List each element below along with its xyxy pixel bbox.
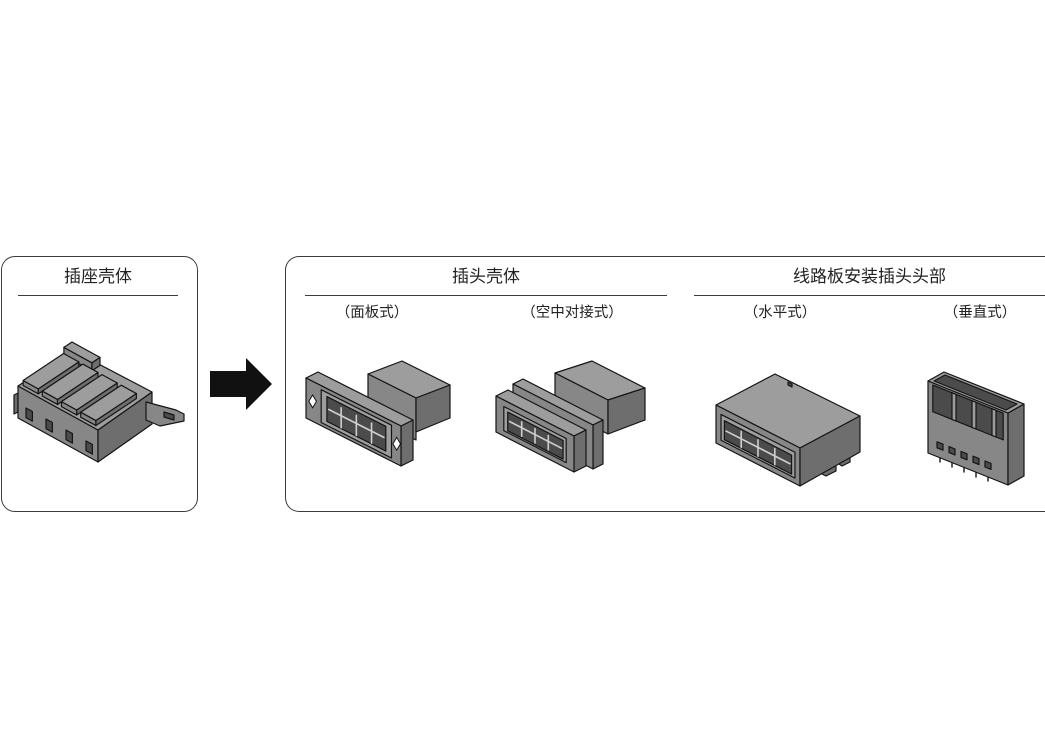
- header-title: 线路板安装插头头部: [793, 267, 946, 287]
- free-hanging-label: （空中对接式）: [521, 305, 623, 321]
- plug-and-header-panel: [285, 256, 1045, 512]
- receptacle-panel: [1, 256, 198, 512]
- receptacle-title: 插座壳体: [64, 267, 132, 287]
- header-title-rule: [694, 295, 1045, 296]
- vertical-header-label: （垂直式）: [943, 305, 1017, 321]
- receptacle-title-rule: [18, 295, 178, 296]
- right-arrow-icon: [210, 358, 272, 410]
- plug-title-rule: [305, 295, 667, 296]
- horizontal-header-label: （水平式）: [743, 305, 817, 321]
- plug-title: 插头壳体: [452, 267, 520, 287]
- panel-mount-label: （面板式）: [335, 305, 409, 321]
